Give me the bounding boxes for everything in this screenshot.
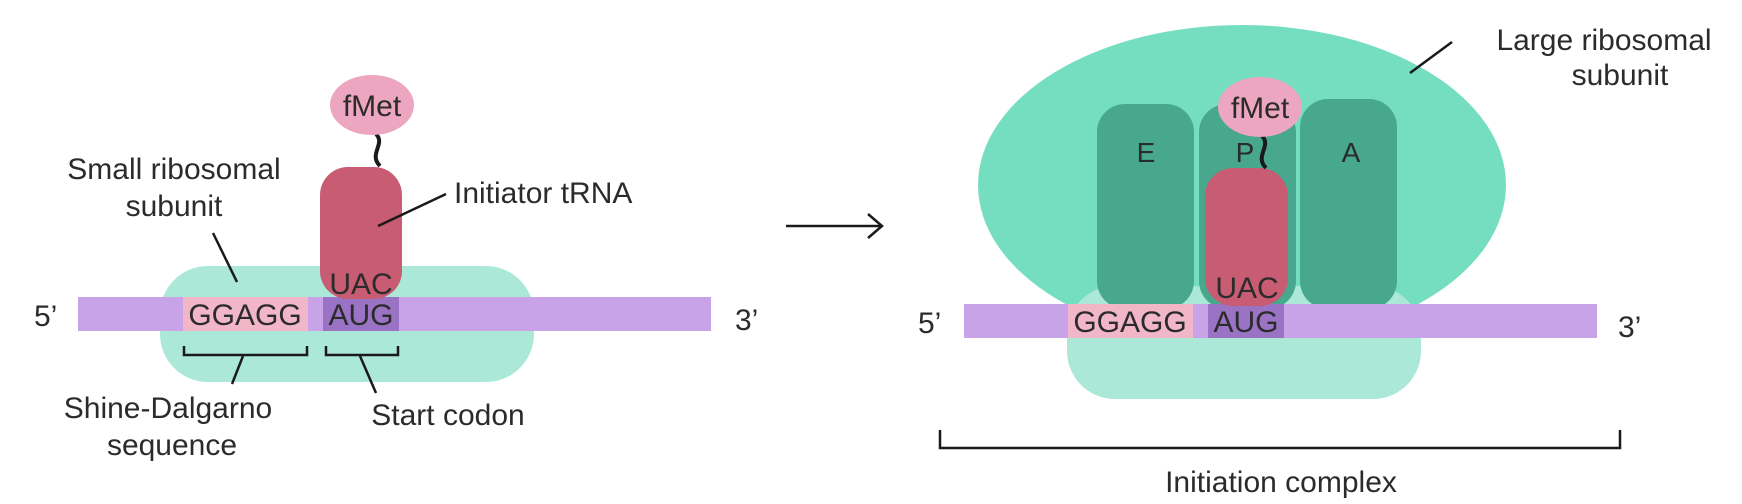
right-fmet-ellipse xyxy=(1218,77,1302,137)
right-anticodon-text: UAC xyxy=(1215,272,1278,305)
small-subunit-label-line2: subunit xyxy=(126,190,223,223)
small-subunit-pointer xyxy=(211,232,239,283)
large-subunit-label-line1: Large ribosomal xyxy=(1496,24,1711,57)
left-fmet-ellipse xyxy=(330,75,414,135)
initiation-complex-label: Initiation complex xyxy=(1165,466,1397,499)
right-shine-dalgarno-seq-text: GGAGG xyxy=(1073,306,1186,339)
large-subunit-label-line2: subunit xyxy=(1572,59,1669,92)
left-shine-dalgarno-box xyxy=(183,297,308,331)
initiator-trna-pointer xyxy=(377,192,447,228)
left-five-prime-label: 5’ xyxy=(34,300,57,333)
site-a-label: A xyxy=(1342,137,1361,168)
shine-dalgarno-bracket xyxy=(182,346,309,357)
right-fmet-linker xyxy=(1259,134,1268,170)
site-e-label: E xyxy=(1137,137,1156,168)
right-panel: E P A fMet UAC GGAGG AUG 5’ 3’ Large rib… xyxy=(918,24,1712,499)
shine-dalgarno-label-line1: Shine-Dalgarno xyxy=(64,392,272,425)
left-initiator-trna xyxy=(320,167,402,299)
start-codon-bracket xyxy=(324,346,400,357)
small-subunit-label-line1: Small ribosomal xyxy=(67,153,280,186)
left-three-prime-label: 3’ xyxy=(735,304,758,337)
right-start-codon-box xyxy=(1208,304,1284,338)
arrow-head xyxy=(867,213,884,239)
right-five-prime-label: 5’ xyxy=(918,307,941,340)
left-anticodon-text: UAC xyxy=(329,268,392,301)
a-site xyxy=(1300,99,1397,309)
right-three-prime-label: 3’ xyxy=(1618,311,1641,344)
left-start-codon-box xyxy=(323,297,399,331)
right-initiator-trna xyxy=(1205,168,1288,306)
left-start-codon-seq-text: AUG xyxy=(328,299,393,332)
initiation-complex-bracket xyxy=(938,430,1622,450)
left-shine-dalgarno-seq-text: GGAGG xyxy=(188,299,301,332)
start-codon-pointer xyxy=(358,355,378,394)
left-fmet-linker xyxy=(373,132,382,168)
site-p-label: P xyxy=(1236,137,1255,168)
left-panel: fMet UAC GGAGG AUG 5’ 3’ Small ribosomal… xyxy=(34,75,758,462)
right-fmet-text: fMet xyxy=(1231,92,1290,125)
transition-arrow xyxy=(786,213,884,239)
e-site xyxy=(1097,104,1194,309)
large-subunit-pointer xyxy=(1409,40,1453,75)
right-start-codon-seq-text: AUG xyxy=(1213,306,1278,339)
initiator-trna-label: Initiator tRNA xyxy=(454,177,632,210)
shine-dalgarno-label-line2: sequence xyxy=(107,429,237,462)
start-codon-label: Start codon xyxy=(371,399,524,432)
shine-dalgarno-pointer xyxy=(230,355,245,385)
right-shine-dalgarno-box xyxy=(1068,304,1193,338)
left-fmet-text: fMet xyxy=(343,90,402,123)
